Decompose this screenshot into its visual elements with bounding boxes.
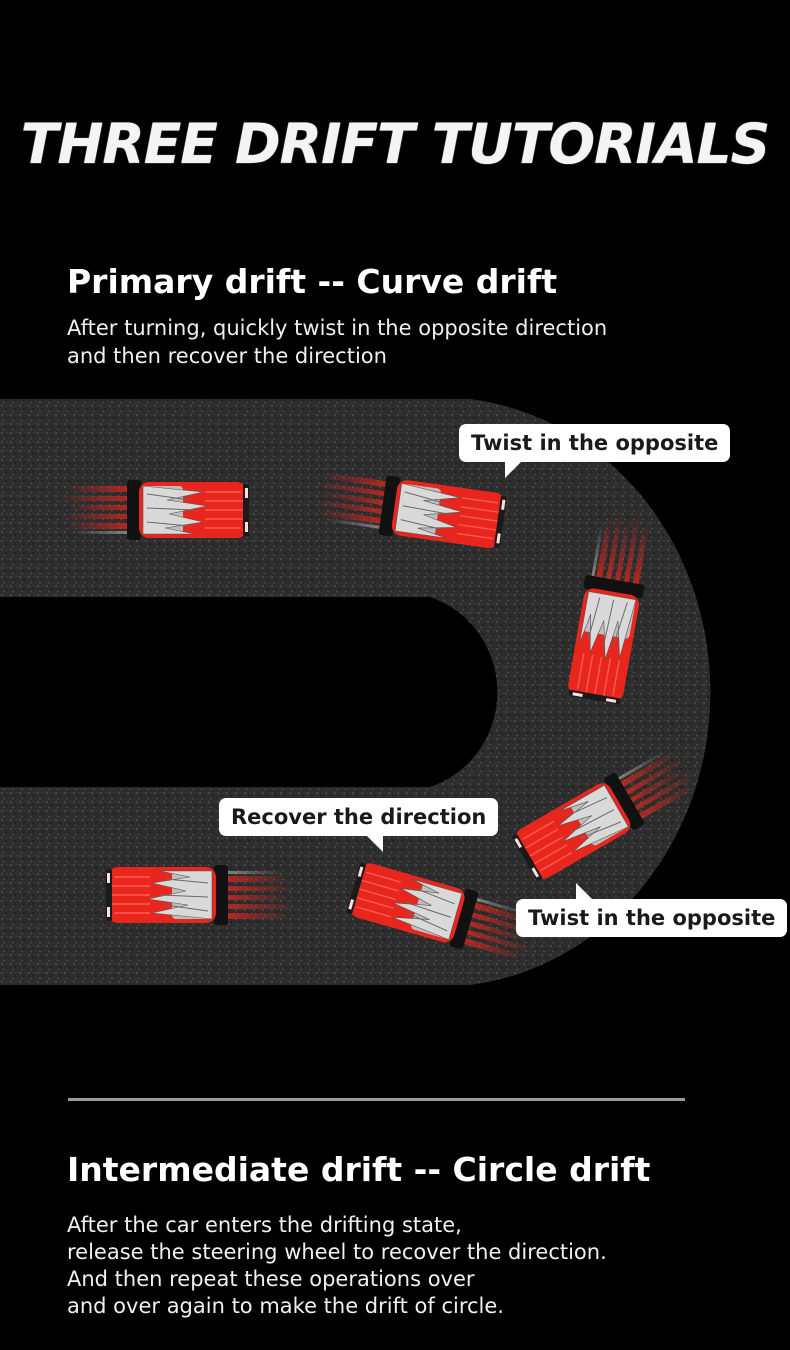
drift-track-illustration [0,399,711,985]
callout-pointer [505,462,521,478]
drift-car-icon [105,864,299,926]
section-divider [68,1098,685,1101]
drift-car-icon [56,479,250,541]
callout-recover-direction: Recover the direction [219,798,499,852]
page-title: THREE DRIFT TUTORIALS [20,112,770,176]
callout-pointer [576,883,592,899]
callout-twist-opposite: Twist in the opposite [459,424,731,478]
section-description-curve-drift: After turning, quickly twist in the oppo… [67,316,608,368]
section-description-circle-drift: After the car enters the drifting state,… [67,1213,607,1318]
section-heading-circle-drift: Intermediate drift -- Circle drift [67,1150,651,1189]
callout-pointer [367,836,383,852]
callout-twist-opposite-2: Twist in the opposite [516,883,788,937]
section-heading-curve-drift: Primary drift -- Curve drift [67,262,558,301]
